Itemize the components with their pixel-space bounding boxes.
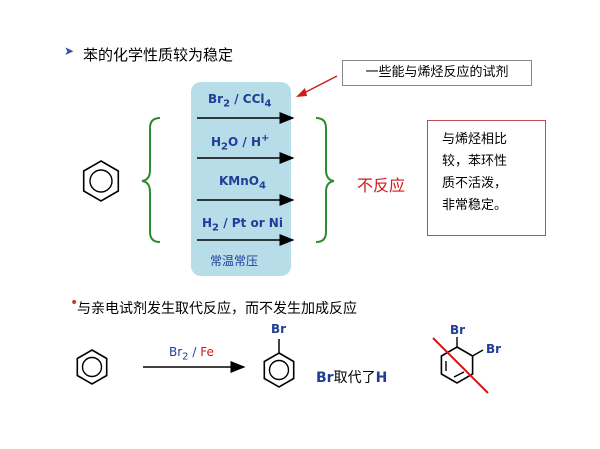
addition-br-label: Br	[486, 342, 502, 356]
note-box: 与烯烃相比 较，苯环性 质不活泼， 非常稳定。	[427, 120, 546, 236]
callout-box: 一些能与烯烃反应的试剂	[342, 60, 532, 86]
reagent-br2-ccl4: Br2 / CCl4	[208, 92, 272, 110]
addition-br-label: Br	[450, 323, 466, 337]
benzene-ring	[82, 160, 120, 202]
note-line: 非常稳定。	[442, 198, 508, 213]
page-title: 苯的化学性质较为稳定	[83, 46, 234, 64]
bullet-dot-icon: •	[70, 295, 79, 311]
chevron-right-icon: ➤	[64, 44, 75, 58]
note-line: 质不活泼，	[442, 176, 508, 191]
reagent-panel	[191, 82, 291, 276]
no-reaction-label: 不反应	[357, 176, 406, 195]
reagent-h2o-h: H2O / H+	[211, 133, 270, 153]
note-line: 与烯烃相比	[442, 132, 508, 147]
cross-out-line	[432, 337, 489, 394]
reagent-kmno4: KMnO4	[219, 174, 266, 192]
right-brace	[315, 117, 335, 243]
substitution-result: Br取代了H	[316, 370, 388, 386]
bromobenzene	[263, 339, 295, 388]
product-br-label: Br	[271, 322, 287, 336]
condition-label: 常温常压	[210, 254, 259, 268]
left-brace	[141, 117, 161, 243]
sub-heading: 与亲电试剂发生取代反应，而不发生加成反应	[77, 301, 357, 317]
note-line: 较，苯环性	[442, 154, 508, 169]
addition-product	[440, 337, 484, 384]
benzene-reactant	[76, 349, 108, 385]
reagent-h2-pt-ni: H2 / Pt or Ni	[202, 216, 283, 234]
substitution-reagent: Br2 / Fe	[169, 345, 214, 363]
callout-arrow	[299, 75, 338, 96]
